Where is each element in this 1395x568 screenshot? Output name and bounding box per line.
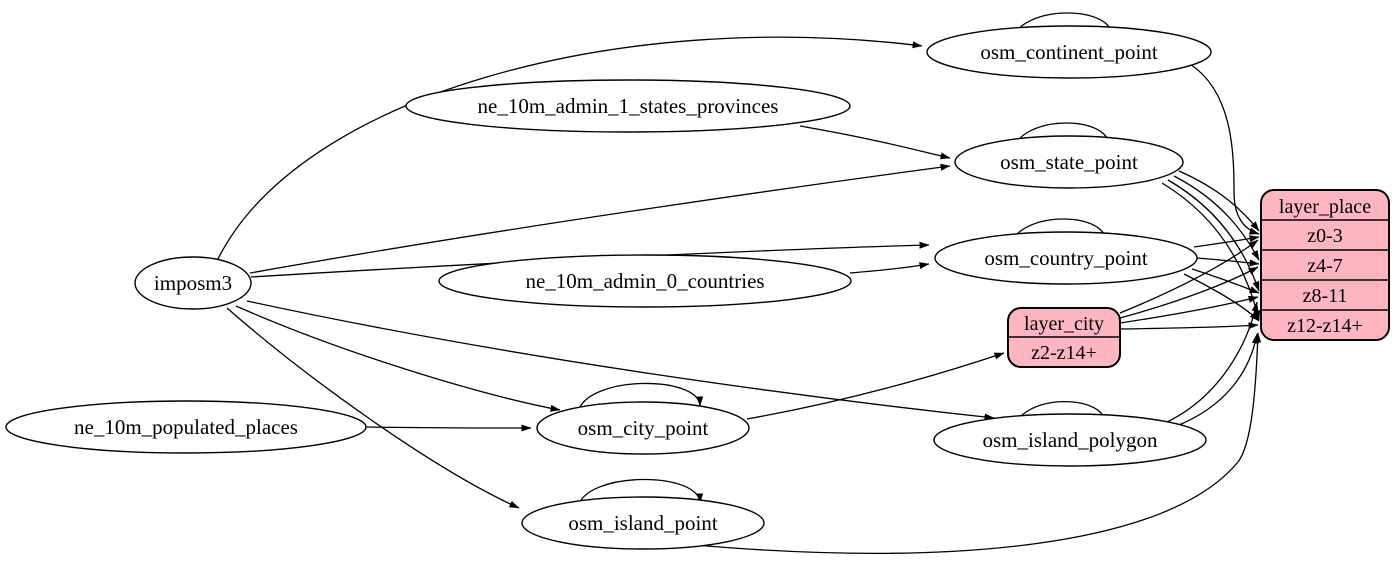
node-osm_island_polygon-shape: [933, 413, 1207, 467]
node-osm_city_point-label: osm_city_point: [578, 416, 709, 440]
edge-osm_island_point-layer_place-z12-z14: [694, 332, 1262, 554]
edge-ne_10m_admin_1_states_provinces-osm_state_point: [799, 125, 951, 160]
node-ne_10m_admin_0_countries: ne_10m_admin_0_countries: [438, 254, 852, 308]
node-ne_10m_admin_0_countries-label: ne_10m_admin_0_countries: [525, 269, 764, 293]
record-layer_city: layer_city z2-z14+: [1007, 307, 1121, 368]
record-layer_place-row-z0-3: z0-3: [1307, 225, 1343, 247]
node-osm_island_point: osm_island_point: [521, 496, 765, 550]
node-osm_state_point-label: osm_state_point: [1000, 150, 1138, 174]
edge-osm_state_point-layer_place-z8-11: [1167, 179, 1260, 292]
edge-self-osm_city_point: [577, 382, 704, 413]
node-osm_state_point-shape: [954, 135, 1184, 189]
edge-self-osm_island_point: [577, 478, 704, 508]
node-imposm3-label: imposm3: [154, 271, 232, 295]
edge-osm_city_point-layer_city-z2-z14: [746, 352, 1005, 420]
record-layer_place-row-z4-7: z4-7: [1307, 255, 1343, 277]
edge-osm_country_point-layer_place-z4-7: [1196, 257, 1260, 267]
node-ne_10m_admin_1_states_provinces: ne_10m_admin_1_states_provinces: [405, 79, 851, 133]
node-osm_continent_point-label: osm_continent_point: [980, 40, 1157, 64]
node-osm_island_point-label: osm_island_point: [568, 511, 718, 535]
node-osm_city_point-shape: [536, 401, 750, 455]
record-layer_city-title: layer_city: [1024, 313, 1104, 335]
edge-osm_country_point-layer_place-z0-3: [1193, 235, 1260, 248]
edge-imposm3-osm_island_point: [226, 307, 520, 509]
node-ne_10m_populated_places-shape: [5, 400, 367, 454]
edge-layer_city-layer_place-z4-7: [1119, 266, 1259, 319]
edge-osm_continent_point-layer_place-z0-3: [1189, 63, 1260, 235]
record-layer_city-row-z2-z14: z2-z14+: [1031, 342, 1097, 364]
edge-imposm3-osm_state_point: [249, 163, 951, 274]
node-osm_island_point-shape: [521, 496, 765, 550]
node-osm_state_point: osm_state_point: [954, 135, 1184, 189]
edge-imposm3-osm_island_polygon: [246, 300, 995, 421]
node-osm_island_polygon-label: osm_island_polygon: [982, 428, 1158, 452]
node-osm_country_point-shape: [934, 231, 1198, 285]
record-layer_place: layer_place z0-3 z4-7 z8-11 z12-z14+: [1260, 189, 1390, 341]
node-osm_city_point: osm_city_point: [536, 401, 750, 455]
node-osm_country_point-label: osm_country_point: [984, 246, 1147, 270]
node-osm_continent_point-shape: [926, 25, 1212, 79]
node-ne_10m_populated_places: ne_10m_populated_places: [5, 400, 367, 454]
node-ne_10m_admin_0_countries-shape: [438, 254, 852, 308]
edge-ne_10m_admin_0_countries-osm_country_point: [849, 262, 930, 274]
node-ne_10m_populated_places-label: ne_10m_populated_places: [74, 415, 298, 439]
record-layer_place-shape: [1260, 189, 1390, 341]
node-osm_country_point: osm_country_point: [934, 231, 1198, 285]
node-ne_10m_admin_1_states_provinces-label: ne_10m_admin_1_states_provinces: [478, 94, 779, 118]
edge-ne_10m_populated_places-osm_city_point: [365, 424, 532, 432]
edge-imposm3-osm_continent_point: [217, 36, 923, 260]
record-layer_place-title: layer_place: [1279, 196, 1371, 218]
edge-osm_state_point-layer_place-z4-7: [1173, 175, 1260, 261]
node-ne_10m_admin_1_states_provinces-shape: [405, 79, 851, 133]
edge-osm_state_point-layer_place-z0-3: [1178, 170, 1260, 232]
node-imposm3: imposm3: [134, 256, 252, 310]
record-layer_place-row-z8-11: z8-11: [1303, 285, 1348, 307]
edge-osm_country_point-layer_place-z12-z14: [1183, 273, 1260, 322]
record-layer_place-row-z12-z14: z12-z14+: [1287, 315, 1363, 337]
edge-imposm3-osm_city_point: [235, 305, 561, 412]
edge-osm_country_point-layer_place-z8-11: [1191, 268, 1260, 294]
edge-layer_city-layer_place-z12-z14: [1119, 322, 1259, 330]
node-imposm3-shape: [134, 256, 252, 310]
edge-layer_city-layer_place-z0-3: [1119, 239, 1259, 314]
node-osm_continent_point: osm_continent_point: [926, 25, 1212, 79]
edge-layer_city-layer_place-z8-11: [1119, 295, 1259, 324]
node-osm_island_polygon: osm_island_polygon: [933, 413, 1207, 467]
edge-osm_island_polygon-layer_place-z12-z14: [1173, 333, 1259, 428]
edge-osm_island_polygon-layer_place-z8-11: [1164, 301, 1259, 424]
